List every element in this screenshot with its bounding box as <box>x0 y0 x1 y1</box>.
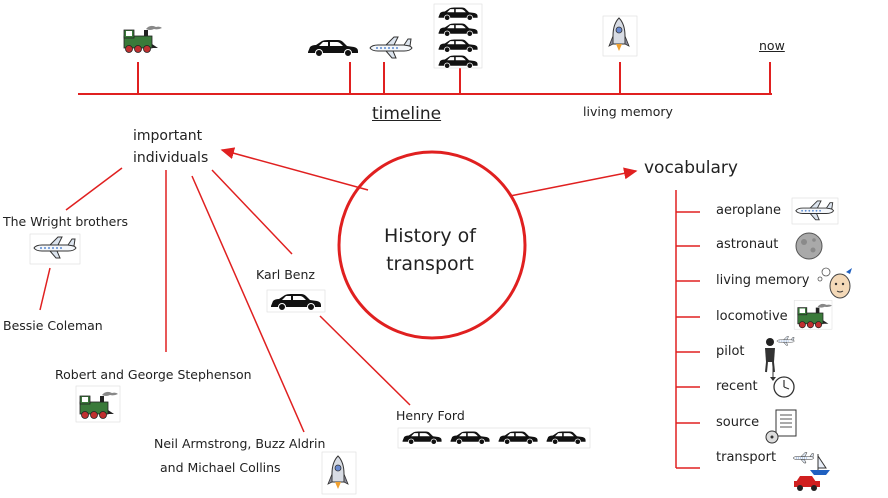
individuals-heading-line2: individuals <box>133 150 209 166</box>
individuals-branches <box>39 167 411 433</box>
vocabulary-branches <box>675 190 700 469</box>
vocab-transport: transport <box>716 450 777 465</box>
timeline-label: timeline <box>372 104 442 124</box>
henry-ford-cars-icon <box>397 427 591 449</box>
person-wright-brothers: The Wright brothers <box>3 214 128 229</box>
vocab-aeroplane: aeroplane <box>716 203 782 218</box>
center-title-line1: History of <box>384 225 476 247</box>
timeline-cars-icon <box>433 3 483 69</box>
person-stephensons: Robert and George Stephenson <box>55 367 252 382</box>
person-bessie-coleman: Bessie Coleman <box>3 318 103 333</box>
clock-icon <box>770 366 795 398</box>
person-henry-ford: Henry Ford <box>396 408 465 423</box>
vocab-pilot: pilot <box>716 344 745 359</box>
transport-icon <box>792 452 830 491</box>
individuals-heading: important individuals <box>133 125 208 169</box>
karl-benz-car-icon <box>266 289 326 313</box>
person-astronauts-line1: Neil Armstrong, Buzz Aldrin <box>154 436 326 451</box>
timeline-aeroplane-icon <box>369 36 413 59</box>
timeline-rocket-icon <box>602 15 638 57</box>
timeline-train-icon <box>123 25 163 53</box>
person-karl-benz: Karl Benz <box>256 267 315 282</box>
timeline-car-icon <box>307 39 359 57</box>
center-title: History of transport <box>346 222 514 278</box>
pilot-icon <box>765 336 795 373</box>
document-icon <box>765 409 797 444</box>
thinking-head-icon <box>817 267 852 299</box>
apollo-rocket-icon <box>321 451 357 495</box>
stephenson-train-icon <box>75 385 121 423</box>
now-label: now <box>759 38 785 53</box>
vocab-source: source <box>716 415 760 430</box>
wright-brothers-aeroplane-icon <box>29 233 81 265</box>
person-astronauts-line2: and Michael Collins <box>160 460 281 475</box>
aeroplane-icon <box>791 197 839 225</box>
living-memory-label: living memory <box>583 104 673 119</box>
vocab-locomotive: locomotive <box>716 309 788 324</box>
vocab-astronaut: astronaut <box>716 237 779 252</box>
center-title-line2: transport <box>386 253 474 275</box>
timeline <box>78 62 772 95</box>
individuals-heading-line1: important <box>133 128 203 144</box>
train-icon <box>793 300 833 330</box>
center-circle <box>337 150 527 340</box>
vocab-living-memory: living memory <box>716 273 810 288</box>
vocabulary-heading: vocabulary <box>644 158 738 178</box>
moon-icon <box>795 232 823 260</box>
vocab-recent: recent <box>716 379 758 394</box>
